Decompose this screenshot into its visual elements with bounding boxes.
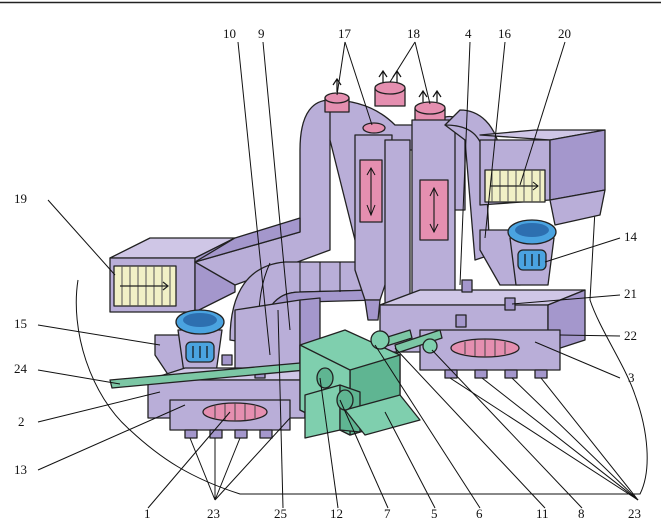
callout-2: 2 xyxy=(18,414,25,429)
callout-23-left: 23 xyxy=(207,506,220,521)
callout-23-right: 23 xyxy=(628,506,641,521)
callout-3: 3 xyxy=(628,370,635,385)
callout-14: 14 xyxy=(624,229,638,244)
callout-labels: 10 9 17 18 4 16 20 19 15 24 2 13 14 21 2… xyxy=(14,26,641,521)
callout-25: 25 xyxy=(274,506,287,521)
callout-19: 19 xyxy=(14,191,27,206)
callout-20: 20 xyxy=(558,26,571,41)
callout-24: 24 xyxy=(14,361,28,376)
callout-9: 9 xyxy=(258,26,265,41)
callout-4: 4 xyxy=(465,26,472,41)
callout-21: 21 xyxy=(624,286,637,301)
callout-6: 6 xyxy=(476,506,483,521)
callout-11: 11 xyxy=(536,506,549,521)
right-feed-hopper xyxy=(507,219,557,286)
left-separator-box xyxy=(109,237,236,313)
leader-lines xyxy=(37,41,639,509)
callout-17: 17 xyxy=(338,26,352,41)
callout-16: 16 xyxy=(498,26,512,41)
callout-5: 5 xyxy=(431,506,438,521)
left-main-duct xyxy=(194,99,346,286)
left-cyclone-tower xyxy=(354,122,393,321)
callout-18: 18 xyxy=(407,26,420,41)
callout-10: 10 xyxy=(223,26,236,41)
right-mill-housing xyxy=(379,289,586,379)
callout-7: 7 xyxy=(384,506,391,521)
callout-8: 8 xyxy=(578,506,585,521)
chimney-caps xyxy=(324,69,446,123)
callout-22: 22 xyxy=(624,328,637,343)
right-separator-box xyxy=(479,129,606,226)
callout-12: 12 xyxy=(330,506,343,521)
callout-1: 1 xyxy=(144,506,151,521)
callout-13: 13 xyxy=(14,462,27,477)
right-cyclone-tower xyxy=(411,119,456,331)
callout-15: 15 xyxy=(14,316,27,331)
